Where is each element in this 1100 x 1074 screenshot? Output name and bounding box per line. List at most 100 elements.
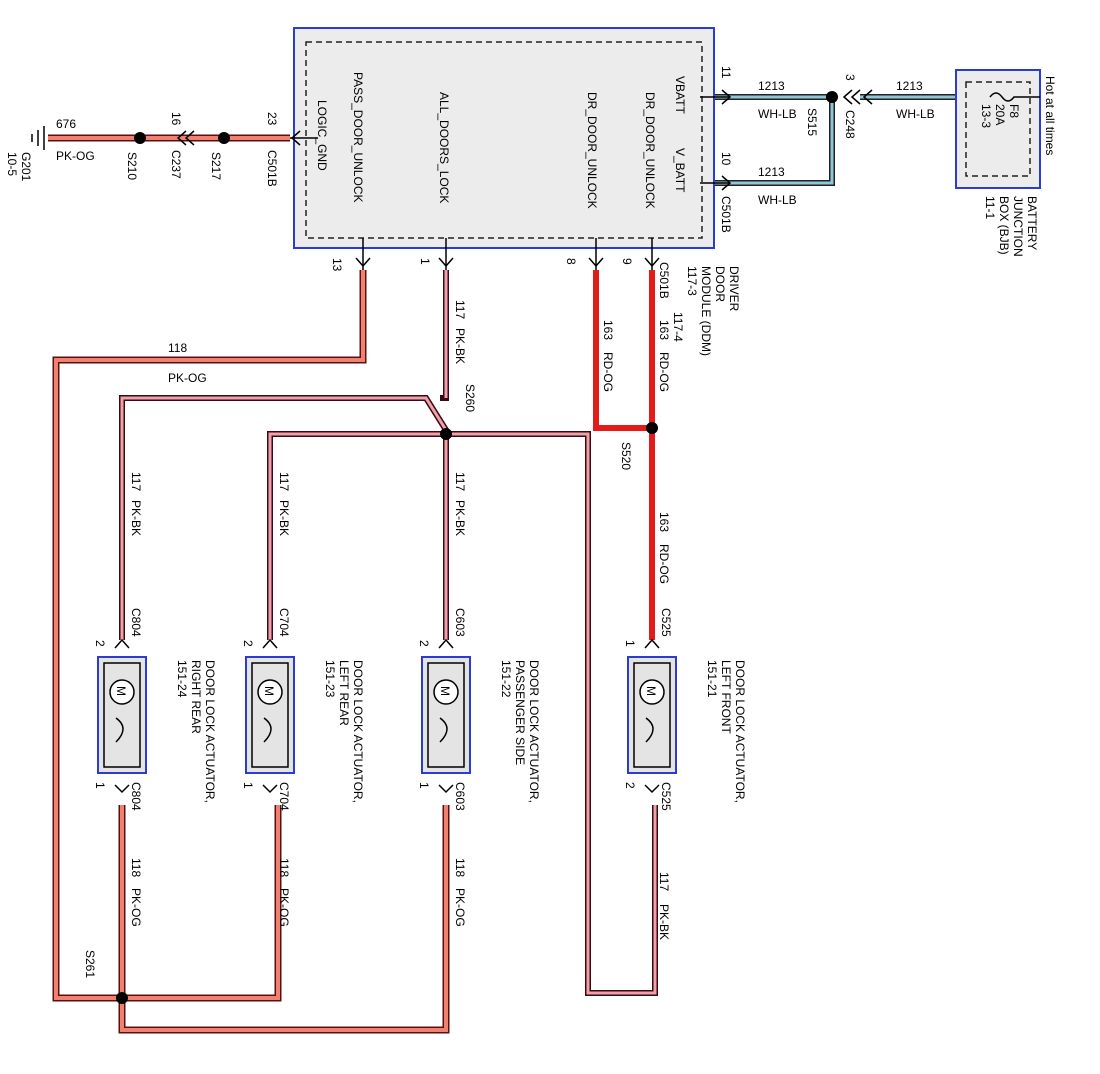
svg-text:1: 1 (623, 640, 637, 647)
splice-s515[interactable] (826, 91, 838, 103)
switch-icon (645, 717, 654, 743)
wire-color-whlb-c: WH-LB (896, 107, 935, 121)
svg-text:PK-BK: PK-BK (453, 500, 467, 536)
pin-1: 1 (418, 258, 432, 265)
connector-c501b-bottom: C501B (657, 262, 671, 299)
connector-c237-pin: 16 (169, 112, 183, 126)
motor-icon (639, 679, 665, 705)
svg-text:118: 118 (453, 858, 467, 877)
wire-color-676: PK-OG (56, 149, 95, 163)
splice-s210[interactable] (134, 132, 146, 144)
actuator-left-rear[interactable]: M 2 1 C704 C704 DOOR LOCK ACTUATOR, LEFT… (241, 608, 365, 811)
svg-text:151-22: 151-22 (499, 660, 513, 698)
svg-text:DOOR LOCK ACTUATOR,: DOOR LOCK ACTUATOR, (203, 660, 217, 803)
motor-symbol: M (262, 686, 276, 696)
pin-23: 23 (265, 112, 279, 126)
svg-text:C603: C603 (453, 608, 467, 637)
svg-text:PK-BK: PK-BK (129, 500, 143, 536)
pin-label-all-doors-lock: ALL_DOORS_LOCK (437, 92, 451, 203)
splice-s260-label: S260 (463, 384, 477, 412)
svg-text:151-21: 151-21 (705, 660, 719, 698)
svg-text:PK-OG: PK-OG (129, 888, 143, 927)
motor-symbol: M (644, 686, 658, 696)
pin-13: 13 (330, 258, 344, 272)
splice-s217-label: S217 (209, 152, 223, 180)
splice-s217[interactable] (218, 132, 230, 144)
battery-junction-box[interactable]: F8 20A 13-3 Hot at all times BATTERY JUN… (955, 69, 1057, 257)
svg-text:151-24: 151-24 (175, 660, 189, 698)
svg-text:118: 118 (129, 858, 143, 877)
svg-text:163: 163 (601, 320, 615, 340)
splices: S260 S520 S261 (83, 384, 658, 1004)
svg-text:151-23: 151-23 (323, 660, 337, 698)
fuse-rating: 20A (993, 104, 1007, 125)
wire-118-pass-unlock[interactable] (52, 270, 450, 1034)
ground-g201: G201 (19, 152, 33, 182)
svg-text:DOOR LOCK ACTUATOR,: DOOR LOCK ACTUATOR, (351, 660, 365, 803)
actuator-left-front[interactable]: M 1 2 C525 C525 DOOR LOCK ACTUATOR, LEFT… (623, 608, 747, 811)
svg-text:C603: C603 (453, 782, 467, 811)
svg-text:163: 163 (657, 320, 671, 340)
splice-s261[interactable] (116, 992, 128, 1004)
svg-text:2: 2 (623, 782, 637, 789)
svg-text:PK-OG: PK-OG (453, 888, 467, 927)
pin-label-v-batt: V_BATT (673, 148, 687, 193)
svg-text:1: 1 (417, 782, 431, 789)
switch-icon (439, 717, 448, 743)
svg-text:LEFT REAR: LEFT REAR (337, 660, 351, 726)
svg-text:DRIVER: DRIVER (727, 266, 741, 312)
wire-117-all-lock[interactable] (119, 270, 658, 996)
svg-text:117: 117 (277, 472, 291, 491)
power-circuit: 1213 WH-LB 1213 WH-LB S515 3 C248 1213 W… (758, 74, 935, 207)
svg-text:PK-BK: PK-BK (657, 904, 671, 940)
motor-icon (257, 679, 283, 705)
svg-text:117: 117 (129, 472, 143, 491)
svg-text:RD-OG: RD-OG (657, 544, 671, 584)
svg-text:C704: C704 (277, 782, 291, 811)
connector-c501b-left: C501B (265, 150, 279, 187)
pin-10: 10 (719, 152, 733, 166)
driver-door-module[interactable]: LOGIC_GND PASS_DOOR_UNLOCK ALL_DOORS_LOC… (265, 27, 741, 356)
pin-11: 11 (719, 66, 733, 79)
svg-text:PK-BK: PK-BK (453, 328, 467, 364)
fuse-icon (989, 92, 1040, 102)
svg-text:RD-OG: RD-OG (657, 352, 671, 392)
pin-label-dr-door-unlock-9: DR_DOOR_UNLOCK (643, 92, 657, 209)
wire-163-dr-unlock[interactable] (593, 270, 655, 640)
svg-text:PK-OG: PK-OG (277, 888, 291, 927)
svg-text:LEFT FRONT: LEFT FRONT (719, 660, 733, 734)
svg-text:1: 1 (93, 782, 107, 789)
pin-label-logic-gnd: LOGIC_GND (315, 100, 329, 171)
svg-text:JUNCTION: JUNCTION (1011, 196, 1025, 257)
splice-s520[interactable] (646, 422, 658, 434)
svg-text:163: 163 (657, 512, 671, 532)
svg-text:1: 1 (241, 782, 255, 789)
splice-s520-label: S520 (619, 442, 633, 470)
ground-symbol-icon (31, 126, 45, 150)
splice-s210-label: S210 (125, 152, 139, 180)
svg-text:118: 118 (168, 341, 187, 355)
svg-text:11-1: 11-1 (983, 196, 997, 219)
fuse-ref: 13-3 (979, 104, 993, 128)
svg-text:C804: C804 (129, 782, 143, 811)
svg-text:2: 2 (417, 640, 431, 647)
svg-text:118: 118 (277, 858, 291, 877)
pin-label-vbatt: VBATT (673, 76, 687, 114)
svg-text:C704: C704 (277, 608, 291, 637)
splice-s260[interactable] (440, 428, 452, 440)
svg-text:MODULE (DDM): MODULE (DDM) (699, 266, 713, 356)
bjb-name: BATTERY JUNCTION BOX (BJB) 11-1 (983, 196, 1039, 257)
svg-text:PK-BK: PK-BK (277, 500, 291, 536)
actuator-right-rear[interactable]: M 2 1 C804 C804 DOOR LOCK ACTUATOR, RIGH… (93, 608, 217, 811)
ground-g201-ref: 10-5 (5, 152, 19, 176)
actuator-passenger-side[interactable]: M 2 1 C603 C603 DOOR LOCK ACTUATOR, PASS… (417, 608, 541, 811)
connector-c248-pin: 3 (843, 74, 857, 81)
hot-at-all-times: Hot at all times (1043, 76, 1057, 155)
svg-text:RD-OG: RD-OG (601, 352, 615, 392)
wire-num-1213-c: 1213 (896, 79, 923, 93)
pin-label-dr-door-unlock-8: DR_DOOR_UNLOCK (585, 92, 599, 209)
fuse-f8: F8 (1007, 104, 1021, 118)
svg-text:117: 117 (453, 472, 467, 491)
svg-text:PK-OG: PK-OG (168, 371, 207, 385)
